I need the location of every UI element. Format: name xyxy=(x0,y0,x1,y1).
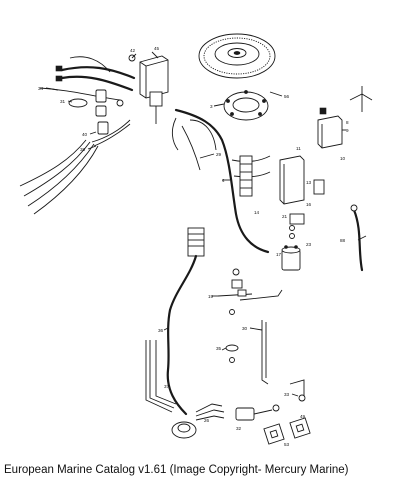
callout-26: 26 xyxy=(204,418,210,423)
spark-plug-leads xyxy=(39,56,136,101)
callout-17: 17 xyxy=(276,252,282,257)
battery-cable-right xyxy=(350,204,364,272)
ignition-key-switch xyxy=(171,403,225,439)
callout-29: 29 xyxy=(216,152,222,157)
callout-49: 49 xyxy=(300,414,306,419)
callout-23: 23 xyxy=(306,242,312,247)
callout-88: 88 xyxy=(340,238,346,243)
callout-16: 16 xyxy=(306,202,312,207)
remote-harness xyxy=(166,227,205,416)
callout-45: 45 xyxy=(154,46,160,51)
resistor-cap-parts xyxy=(68,54,136,135)
rectifier xyxy=(317,107,343,149)
callout-33: 33 xyxy=(284,392,290,397)
ignition-coil-assembly xyxy=(139,55,169,124)
stator-assembly xyxy=(223,90,269,121)
starter-solenoid xyxy=(281,245,301,271)
switch-box xyxy=(279,155,325,225)
callout-19: 19 xyxy=(208,294,214,299)
callout-3: 3 xyxy=(210,104,213,109)
callout-labels: 45 42 34 31 40 38 4 3 56 29 11 13 16 21 … xyxy=(38,46,349,447)
callout-13: 13 xyxy=(306,180,312,185)
flywheel xyxy=(198,33,276,79)
terminal-block-center xyxy=(239,155,253,197)
callout-36: 36 xyxy=(158,328,164,333)
wire-19 xyxy=(217,289,253,297)
wire-30 xyxy=(239,289,283,385)
leader-lines xyxy=(45,51,367,397)
connector-plates-bottom-right xyxy=(263,417,311,445)
callout-40: 40 xyxy=(82,132,88,137)
bracket-top-right xyxy=(349,86,373,112)
harness-37 xyxy=(145,340,177,413)
callout-21: 21 xyxy=(282,214,288,219)
wiring-exploded-diagram: 45 42 34 31 40 38 4 3 56 29 11 13 16 21 … xyxy=(19,33,373,447)
callout-10: 10 xyxy=(340,156,346,161)
callout-32: 32 xyxy=(236,426,242,431)
callout-42: 42 xyxy=(130,48,136,53)
callout-30: 30 xyxy=(242,326,248,331)
small-hardware-center xyxy=(231,225,295,289)
image-caption: European Marine Catalog v1.61 (Image Cop… xyxy=(4,464,349,476)
callout-34: 34 xyxy=(38,86,44,91)
callout-53: 53 xyxy=(284,442,290,447)
main-lead-wires-left xyxy=(19,119,131,215)
choke-connector xyxy=(235,404,280,421)
callout-31: 31 xyxy=(60,99,66,104)
callout-56: 56 xyxy=(284,94,290,99)
callout-8: 8 xyxy=(346,120,349,125)
main-wiring-harness xyxy=(171,108,271,254)
callout-4: 4 xyxy=(222,178,225,183)
callout-38: 38 xyxy=(80,147,86,152)
callout-9: 9 xyxy=(346,128,349,133)
callout-37: 37 xyxy=(164,384,170,389)
cable-33 xyxy=(289,379,306,402)
callout-11: 11 xyxy=(296,146,301,151)
callout-35: 35 xyxy=(216,346,222,351)
hardware-35 xyxy=(225,309,239,363)
callout-14: 14 xyxy=(254,210,260,215)
